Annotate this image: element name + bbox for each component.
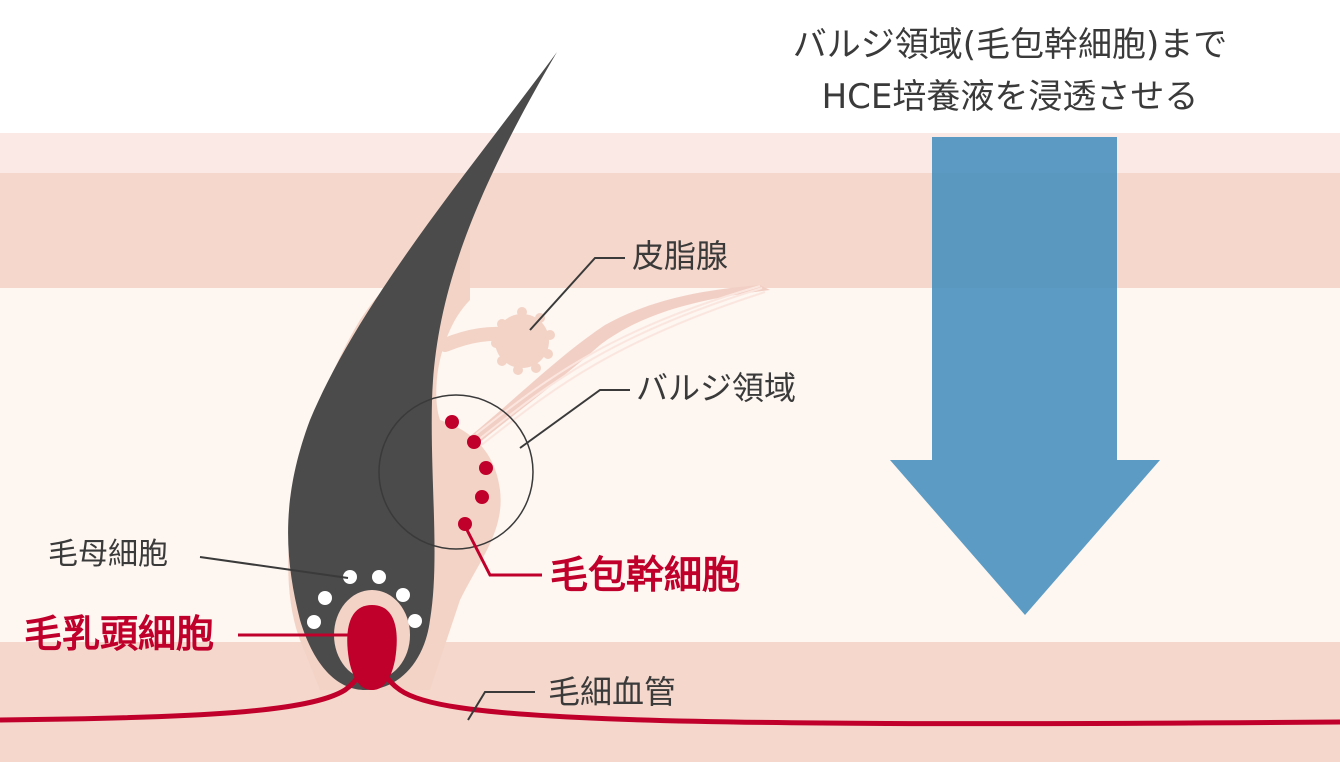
leader-bulge [519, 389, 630, 449]
leader-matrix [199, 556, 349, 579]
stem-cell [479, 461, 493, 475]
label-hair-follicle-stem-cells: 毛包幹細胞 [550, 553, 741, 597]
label-sebaceous-gland: 皮脂腺 [632, 237, 729, 275]
title-line-1: バルジ領域(毛包幹細胞)まで [792, 25, 1228, 65]
subcutaneous-layer [0, 642, 1340, 762]
matrix-cell [396, 588, 410, 602]
title-line-2: HCE培養液を浸透させる [821, 77, 1199, 117]
arrector-pili-muscle [468, 285, 770, 450]
hair-matrix-cells [307, 570, 422, 629]
leader-stem-cells [464, 527, 542, 577]
hair-shaft [288, 52, 557, 690]
label-hair-matrix-cells: 毛母細胞 [48, 537, 168, 572]
muscle-fibers [475, 285, 766, 447]
stem-cell [445, 415, 459, 429]
capillary-vessel [0, 645, 1340, 727]
leader-capillary [467, 691, 535, 721]
matrix-cell [372, 570, 386, 584]
leader-sebaceous [529, 257, 625, 331]
stem-cell [467, 435, 481, 449]
red-leader-lines [238, 527, 542, 637]
matrix-cell [307, 615, 321, 629]
matrix-cell [408, 614, 422, 628]
bulge-stem-cells [445, 415, 493, 531]
sebaceous-gland [495, 314, 549, 368]
bulge-region-circle [378, 394, 534, 550]
stem-cell [458, 517, 472, 531]
leader-lines [199, 257, 630, 721]
matrix-cell [318, 591, 332, 605]
label-capillary: 毛細血管 [548, 673, 677, 711]
matrix-cell [343, 570, 357, 584]
label-dermal-papilla-cells: 毛乳頭細胞 [24, 612, 215, 656]
label-bulge-region: バルジ領域 [636, 369, 797, 407]
stem-cell [475, 490, 489, 504]
epidermis-top-layer [0, 133, 1340, 173]
penetration-arrow [890, 137, 1160, 615]
